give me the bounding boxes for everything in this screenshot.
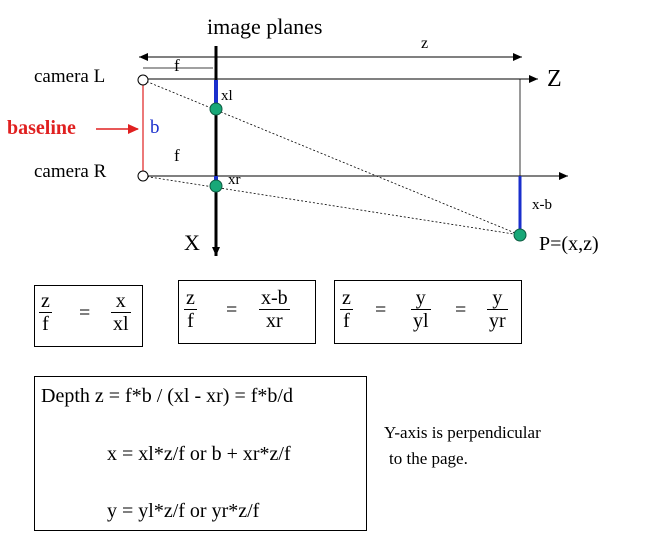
depth-formula-line-2: x = xl*z/f or b + xr*z/f xyxy=(107,443,291,465)
camera-l-label: camera L xyxy=(34,66,106,87)
p-point xyxy=(513,228,527,242)
x-minus-b-label: x-b xyxy=(532,197,552,213)
eq2-rhs-fraction: x-b xr xyxy=(259,287,290,332)
eq2-equals: = xyxy=(226,299,238,321)
xr-point xyxy=(209,179,223,193)
b-label: b xyxy=(150,117,160,138)
eq3-mid-numerator: y xyxy=(415,287,426,309)
eq1-lhs-denominator: f xyxy=(42,313,49,335)
eq2-rhs-bar xyxy=(259,309,290,310)
eq2-lhs-denominator: f xyxy=(187,310,194,332)
eq1-rhs-denominator: xl xyxy=(113,313,129,335)
eq3-mid-bar xyxy=(411,309,431,310)
eq1-lhs-bar xyxy=(39,312,52,313)
p-point-label: P=(x,z) xyxy=(539,233,599,255)
depth-formula-line-1: Depth z = f*b / (xl - xr) = f*b/d xyxy=(41,385,293,407)
eq3-rhs-denominator: yr xyxy=(489,310,506,332)
eq3-rhs-bar xyxy=(487,309,508,310)
image-planes-title: image planes xyxy=(207,14,323,39)
eq1-rhs-numerator: x xyxy=(115,290,126,312)
equation-box-3: z f = y yl = y yr xyxy=(334,280,522,344)
xl-label: xl xyxy=(221,88,233,104)
eq3-equals-1: = xyxy=(375,299,387,321)
equation-box-2: z f = x-b xr xyxy=(178,280,316,344)
f-bottom-label: f xyxy=(174,146,180,165)
depth-formula-line-3: y = yl*z/f or yr*z/f xyxy=(107,500,260,522)
camera-r-label: camera R xyxy=(34,161,107,182)
eq2-lhs-numerator: z xyxy=(186,287,195,309)
xl-point xyxy=(209,102,223,116)
eq1-rhs-bar xyxy=(111,312,131,313)
z-axis-label: Z xyxy=(547,66,562,92)
eq3-lhs-denominator: f xyxy=(343,310,350,332)
eq3-lhs-numerator: z xyxy=(342,287,351,309)
eq3-lhs-bar xyxy=(340,309,353,310)
ray-camera-l-to-p xyxy=(142,79,521,236)
eq2-lhs-bar xyxy=(184,309,197,310)
eq1-rhs-fraction: x xl xyxy=(111,290,131,335)
ray-camera-r-to-p xyxy=(142,175,521,236)
camera-l-center xyxy=(137,74,149,86)
x-axis-label: X xyxy=(184,230,200,255)
baseline-label: baseline xyxy=(7,117,76,139)
y-axis-note-line-2: to the page. xyxy=(389,449,468,468)
eq1-equals: = xyxy=(79,302,91,324)
y-axis-note-line-1: Y-axis is perpendicular xyxy=(384,423,541,442)
f-top-label: f xyxy=(174,56,180,75)
eq1-lhs-fraction: z f xyxy=(39,290,52,335)
z-distance-label: z xyxy=(421,35,429,52)
eq3-rhs-fraction: y yr xyxy=(487,287,508,332)
eq3-mid-fraction: y yl xyxy=(411,287,431,332)
xr-label: xr xyxy=(228,172,241,188)
eq3-mid-denominator: yl xyxy=(413,310,429,332)
eq2-lhs-fraction: z f xyxy=(184,287,197,332)
equation-box-1: z f = x xl xyxy=(34,285,143,347)
eq1-lhs-numerator: z xyxy=(41,290,50,312)
eq3-equals-2: = xyxy=(455,299,467,321)
eq2-rhs-numerator: x-b xyxy=(261,287,288,309)
eq2-rhs-denominator: xr xyxy=(266,310,283,332)
eq3-lhs-fraction: z f xyxy=(340,287,353,332)
depth-formula-box: Depth z = f*b / (xl - xr) = f*b/d x = xl… xyxy=(34,376,367,531)
camera-r-center xyxy=(137,170,149,182)
eq3-rhs-numerator: y xyxy=(492,287,503,309)
